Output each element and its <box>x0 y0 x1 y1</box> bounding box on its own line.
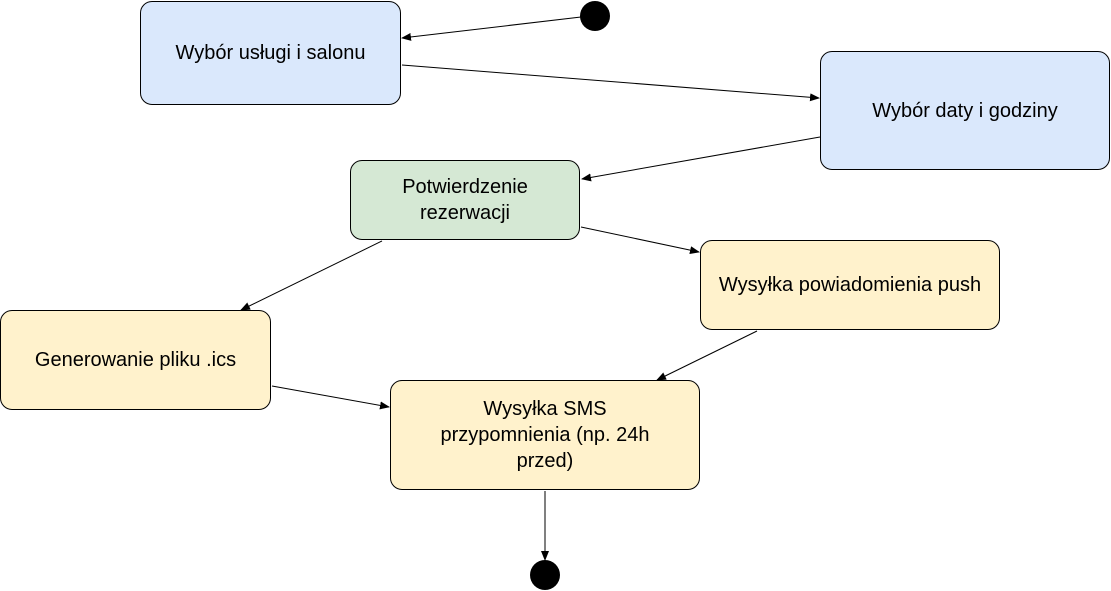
node-sms: Wysyłka SMS przypomnienia (np. 24h przed… <box>390 380 700 490</box>
node-confirmation-label: Potwierdzenie rezerwacji <box>402 176 528 224</box>
node-ics: Generowanie pliku .ics <box>0 310 271 410</box>
node-sms-label: Wysyłka SMS przypomnienia (np. 24h przed… <box>440 398 650 472</box>
edge-confirmation-to-ics <box>240 240 383 311</box>
start-node <box>580 1 610 31</box>
node-push-label: Wysyłka powiadomienia push <box>718 274 982 296</box>
node-push: Wysyłka powiadomienia push <box>700 240 1000 330</box>
edge-start-to-service <box>401 16 582 41</box>
node-date-time-label: Wybór daty i godziny <box>872 99 1058 122</box>
edge-confirmation-to-push <box>580 226 700 255</box>
end-node <box>530 560 560 590</box>
edge-service-to-date <box>401 64 820 102</box>
node-ics-label: Generowanie pliku .ics <box>34 349 237 371</box>
edge-ics-to-sms <box>271 385 390 410</box>
node-confirmation: Potwierdzenie rezerwacji <box>350 160 580 240</box>
edge-date-to-confirmation <box>581 136 821 182</box>
node-service-salon-label: Wybór usługi i salonu <box>175 42 366 64</box>
node-service-salon: Wybór usługi i salonu <box>140 1 401 105</box>
node-date-time: Wybór daty i godziny <box>820 51 1110 170</box>
edge-push-to-sms <box>656 330 758 381</box>
